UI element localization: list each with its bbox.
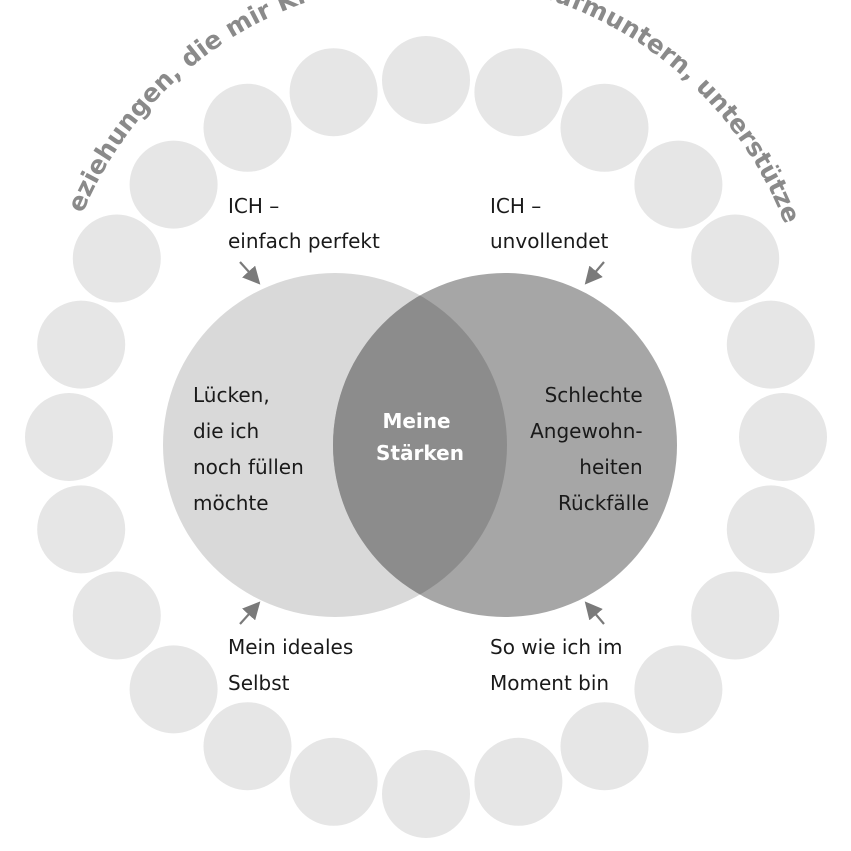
ring-circle: [726, 485, 815, 574]
overlap-text-line-1: Meine: [382, 409, 450, 433]
arrow-left-bottom: [239, 601, 261, 625]
left-inner-line-1: Lücken,: [193, 383, 270, 407]
ring-circle: [72, 214, 161, 303]
ring-circle: [691, 214, 780, 303]
ring-circle: [474, 48, 563, 137]
overlap-text-line-2: Stärken: [376, 441, 464, 465]
ring-circle: [37, 300, 126, 389]
right-inner-line-4: Rückfälle: [558, 491, 649, 515]
ring-circle: [560, 702, 649, 791]
ring-circle: [203, 702, 292, 791]
ring-circle: [129, 645, 218, 734]
ring-circle: [474, 737, 563, 826]
ring-circle: [739, 393, 827, 481]
left-bottom-label-line-2: Selbst: [228, 671, 290, 695]
arrow-right-top: [584, 261, 605, 285]
overlap-strengths: [333, 273, 507, 617]
arrow-right-bottom: [584, 601, 605, 625]
left-inner-line-3: noch füllen: [193, 455, 304, 479]
ring-circle: [129, 140, 218, 229]
right-bottom-label-line-2: Moment bin: [490, 671, 609, 695]
ring-circle: [634, 645, 723, 734]
left-top-label: ICH – einfach perfekt: [228, 194, 380, 253]
ring-circle: [382, 36, 470, 124]
ring-circle: [289, 737, 378, 826]
ring-circle: [289, 48, 378, 137]
right-inner-line-2: Angewohn-: [530, 419, 643, 443]
left-bottom-label: Mein ideales Selbst: [228, 635, 360, 695]
ring-circle: [37, 485, 126, 574]
ring-circle: [72, 571, 161, 660]
ring-circle: [691, 571, 780, 660]
ring-circle: [203, 83, 292, 172]
ring-circle: [25, 393, 113, 481]
left-inner-text: Lücken, die ich noch füllen möchte: [193, 383, 310, 515]
left-inner-line-2: die ich: [193, 419, 259, 443]
right-top-label-line-2: unvollendet: [490, 229, 609, 253]
right-top-label-line-1: ICH –: [490, 194, 541, 218]
left-bottom-label-line-1: Mein ideales: [228, 635, 353, 659]
left-top-label-line-1: ICH –: [228, 194, 279, 218]
right-bottom-label: So wie ich im Moment bin: [490, 635, 629, 695]
right-inner-line-1: Schlechte: [545, 383, 643, 407]
right-inner-text: Schlechte Angewohn- heiten Rückfälle: [530, 383, 649, 515]
left-top-label-line-2: einfach perfekt: [228, 229, 380, 253]
right-top-label: ICH – unvollendet: [490, 194, 609, 253]
right-inner-line-3: heiten: [579, 455, 642, 479]
ring-circle: [726, 300, 815, 389]
ring-circle: [382, 750, 470, 838]
ring-circle: [634, 140, 723, 229]
left-inner-line-4: möchte: [193, 491, 269, 515]
right-bottom-label-line-1: So wie ich im: [490, 635, 623, 659]
relationship-ring: [25, 36, 827, 838]
arrow-left-top: [239, 261, 261, 285]
ring-circle: [560, 83, 649, 172]
overlap-text: Meine Stärken: [376, 409, 464, 465]
